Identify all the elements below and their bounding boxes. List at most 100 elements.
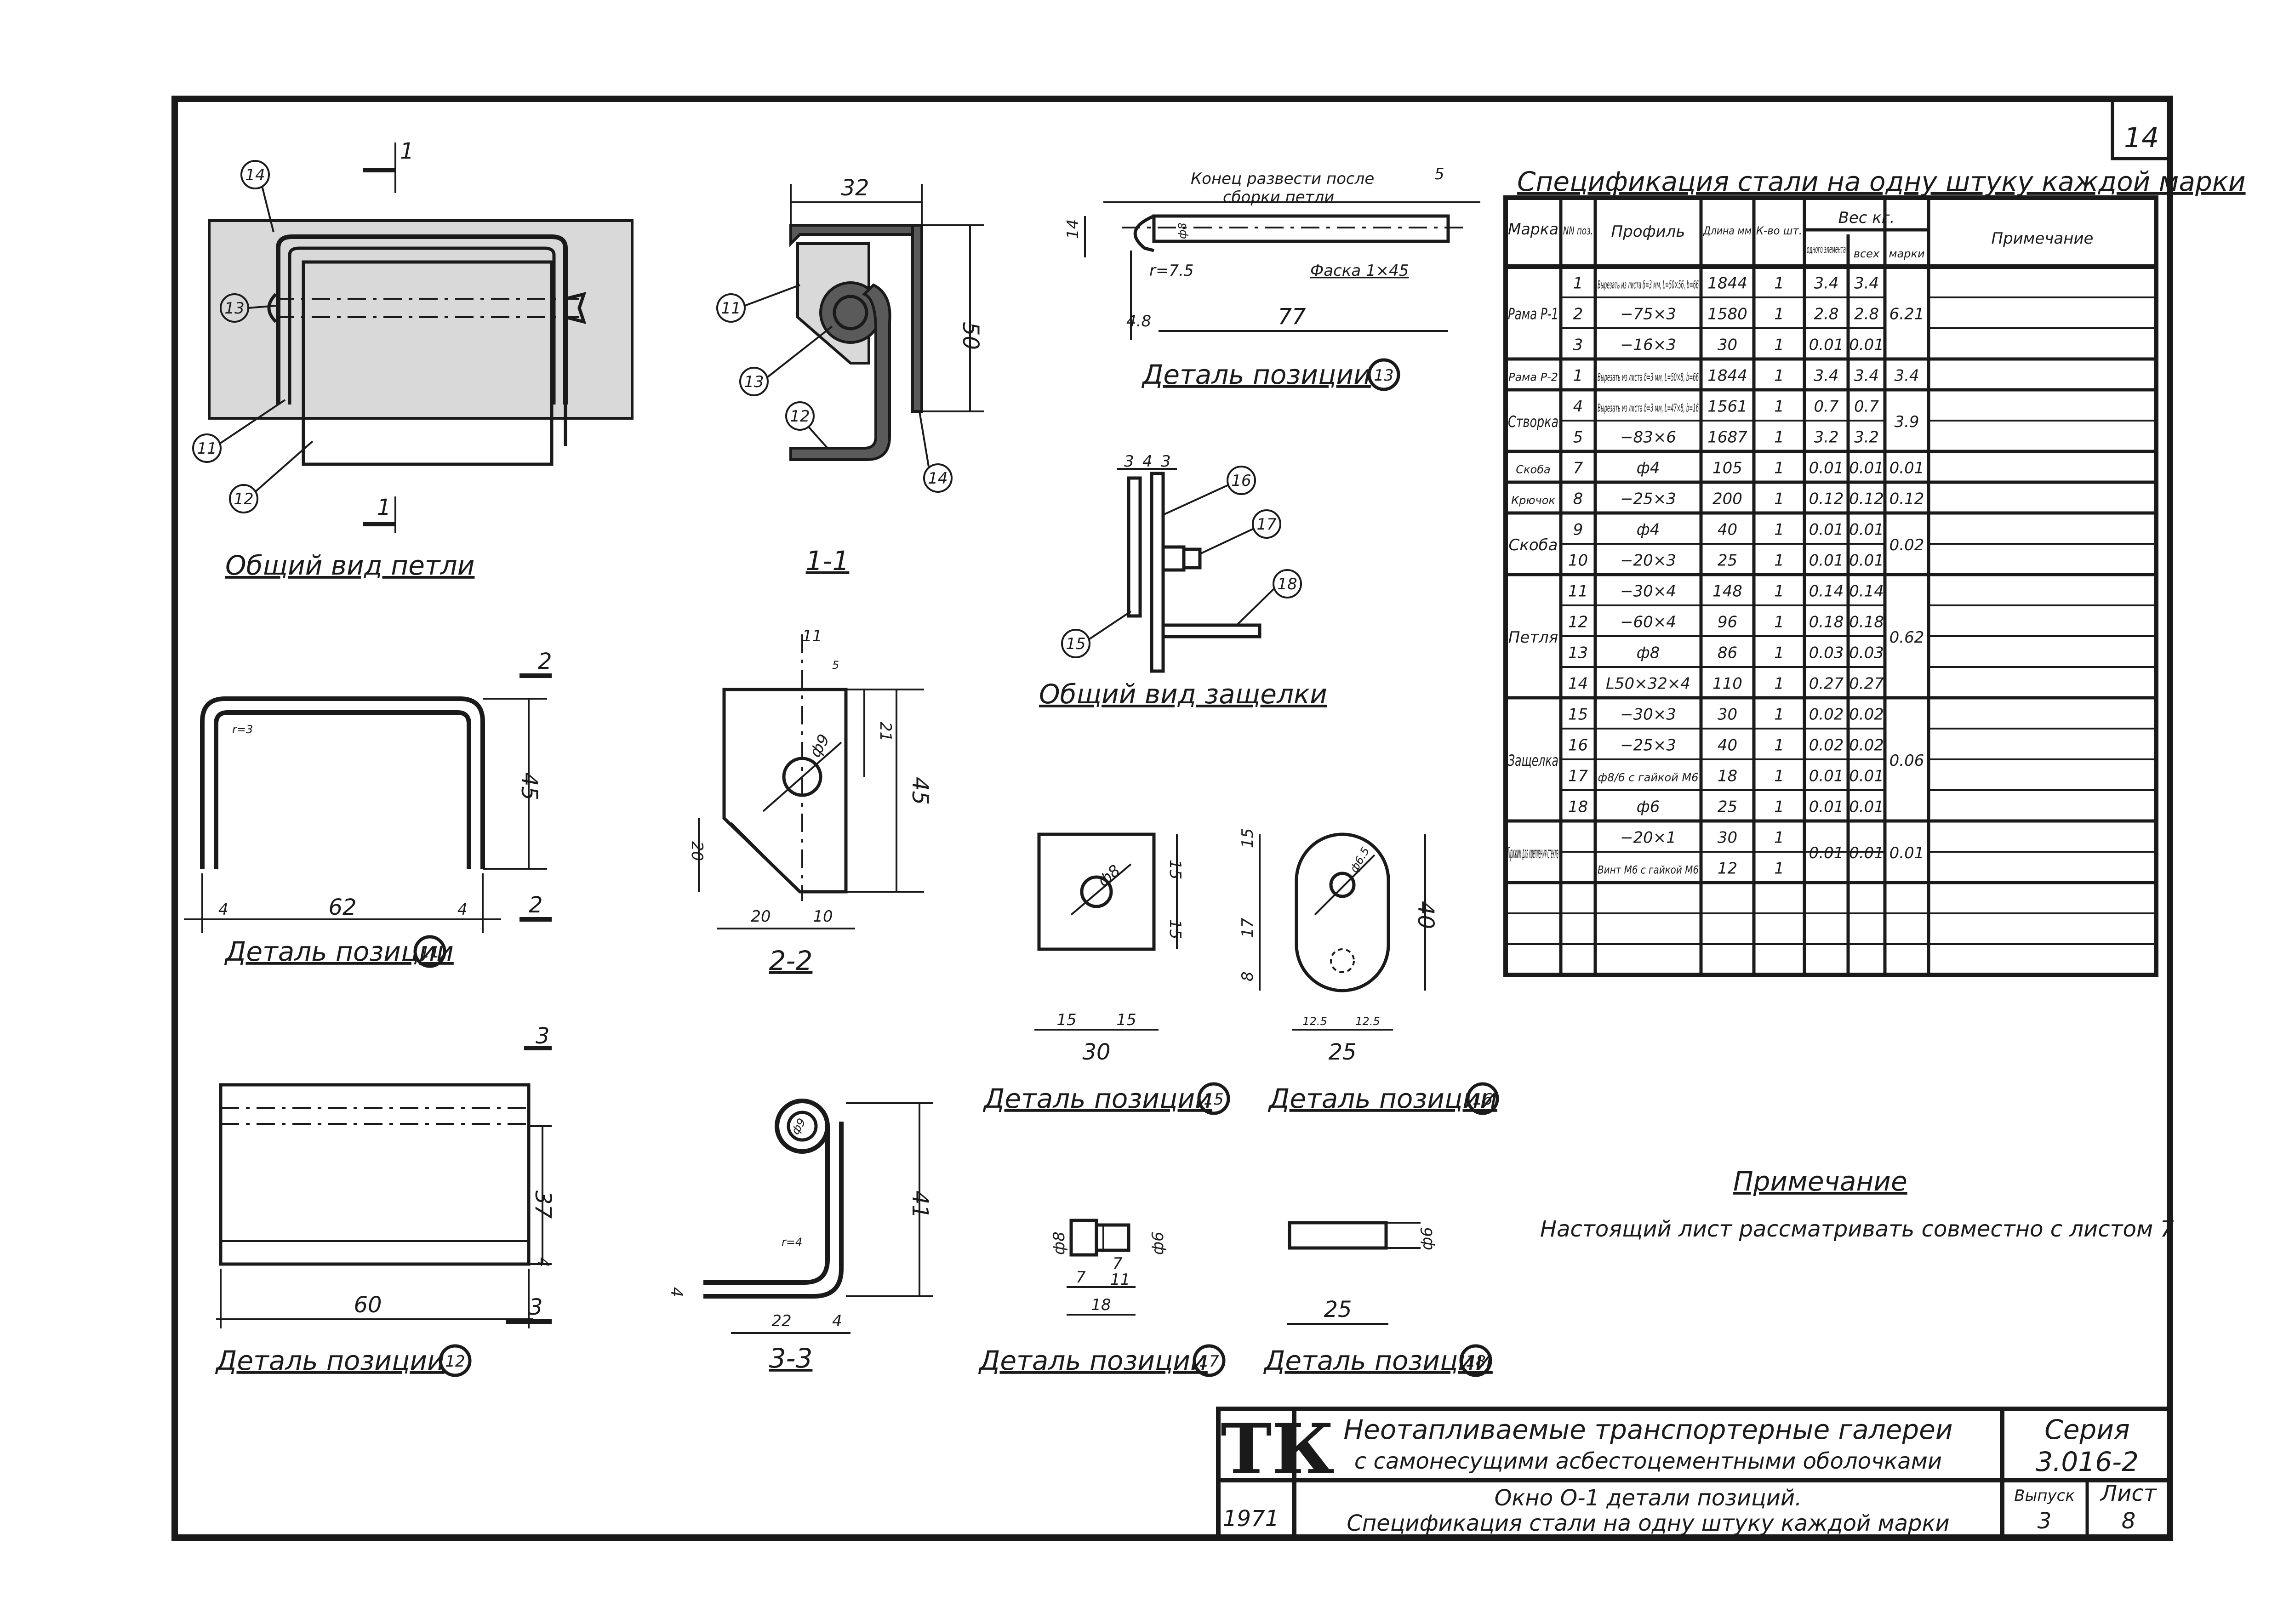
spec-cell-qty: 1	[1774, 490, 1784, 508]
tb-sheet-title1: Окно О-1 детали позиций.	[1495, 1485, 1802, 1511]
s22-dim-10: 10	[813, 907, 833, 926]
spec-cell-profile: −25×3	[1620, 736, 1676, 755]
d12-pos: 12	[445, 1352, 465, 1371]
loop-general-view: 1 1 14 13 11 12 Общий вид петли	[192, 138, 634, 581]
d13-chamfer: Фаска 1×45	[1310, 262, 1409, 280]
note-heading: Примечание	[1733, 1166, 1907, 1197]
svg-text:11: 11	[197, 439, 217, 458]
spec-cell-qty: 1	[1774, 644, 1784, 662]
spec-cell-w-all: 0.18	[1849, 613, 1884, 632]
spec-cell-w-all: 0.7	[1854, 398, 1879, 416]
spec-cell-pos: 11	[1568, 582, 1588, 601]
d16-dim-17: 17	[1239, 917, 1257, 938]
spec-cell-w-mark: 0.06	[1889, 752, 1924, 770]
spec-cell-w-mark: 3.9	[1894, 413, 1919, 431]
spec-cell-profile: −30×3	[1620, 706, 1676, 724]
detail-16: ф6.5 15 17 8 40 12.5 12.5 25 Деталь пози…	[1239, 828, 1499, 1115]
detail-12: 37 4 60 3 3 Деталь позиции 12	[215, 1023, 556, 1377]
s33-r: r=4	[782, 1236, 802, 1248]
spec-cell-mark: Крючок	[1511, 494, 1555, 507]
spec-cell-pos: 8	[1573, 490, 1583, 508]
s22-dim-dia: ф9	[806, 731, 833, 761]
spec-cell-w-all: 0.01	[1849, 552, 1884, 570]
spec-cell-profile: Винт М6 с гайкой М6	[1598, 864, 1699, 877]
spec-cell-qty: 1	[1774, 336, 1784, 354]
d11-pos: 11	[420, 943, 440, 962]
spec-cell-length: 86	[1718, 644, 1737, 662]
spec-cell-profile: −25×3	[1620, 490, 1676, 508]
spec-cell-mark: Рама Р-1	[1508, 305, 1558, 324]
spec-cell-length: 18	[1718, 767, 1737, 786]
section-3-3: ф9 r=4 41 4 22 4 3-3	[667, 1099, 933, 1374]
d11-sec-bottom: 2	[529, 892, 543, 918]
latch-general-view: 3 4 3 16 17 18 15 Общий вид защелки	[1039, 452, 1327, 710]
spec-cell-w-mark: 3.4	[1894, 367, 1919, 385]
spec-cell-pos: 1	[1573, 367, 1583, 385]
spec-cell-pos: 10	[1568, 552, 1588, 570]
spec-cell-mark: Скоба	[1516, 463, 1550, 476]
page-number: 14	[2124, 122, 2159, 154]
detail-18: ф6 25 Деталь позиции 18	[1263, 1221, 1493, 1377]
spec-cell-w-all: 3.2	[1854, 428, 1879, 447]
d18-dia6: ф6	[1418, 1227, 1436, 1250]
spec-cell-pos: 3	[1573, 336, 1583, 354]
spec-cell-pos: 13	[1568, 644, 1588, 662]
d17-dim-18: 18	[1091, 1296, 1111, 1314]
tb-sheet-title2: Спецификация стали на одну штуку каждой …	[1347, 1510, 1949, 1536]
spec-h-length: Длина мм	[1703, 224, 1752, 237]
svg-text:17: 17	[1256, 515, 1277, 534]
svg-text:14: 14	[245, 166, 265, 184]
spec-cell-profile: ф4	[1637, 459, 1660, 478]
latch-general-caption: Общий вид защелки	[1039, 678, 1327, 710]
spec-cell-length: 1687	[1707, 428, 1747, 447]
spec-h-w-one: одного элемента	[1807, 243, 1846, 256]
d16-dim-12a: 12.5	[1302, 1015, 1327, 1028]
spec-cell-qty: 1	[1774, 398, 1784, 416]
spec-cell-qty: 1	[1774, 675, 1784, 693]
spec-cell-mark: Защелка	[1508, 752, 1558, 770]
s22-dim-11: 11	[802, 627, 822, 645]
tb-issue-value: 3	[2038, 1508, 2052, 1534]
spec-cell-w-all: 3.4	[1854, 367, 1879, 385]
spec-cell-w-one: 0.14	[1809, 582, 1844, 601]
s22-dim-20v: 20	[688, 841, 706, 861]
d13-note1: Конец развести после	[1191, 170, 1374, 188]
spec-cell-length: 1844	[1707, 367, 1747, 385]
spec-cell-pos: 12	[1568, 613, 1588, 632]
d16-dim-15: 15	[1239, 828, 1257, 848]
spec-cell-length: 30	[1718, 706, 1737, 724]
spec-cell-w-one: 0.18	[1809, 613, 1844, 632]
spec-cell-profile: −20×1	[1620, 829, 1676, 847]
spec-cell-pos: 15	[1568, 706, 1588, 724]
d18-caption: Деталь позиции	[1263, 1345, 1493, 1376]
spec-cell-w-mark: 6.21	[1889, 305, 1924, 324]
s22-dim-5: 5	[832, 659, 839, 672]
spec-h-pos: NN поз.	[1563, 224, 1593, 237]
d16-dim-40: 40	[1413, 901, 1438, 929]
spec-cell-w-mark: 0.02	[1889, 536, 1924, 554]
spec-cell-w-all: 0.27	[1849, 675, 1884, 693]
spec-cell-qty: 1	[1774, 706, 1784, 724]
d16-pos: 16	[1473, 1090, 1492, 1109]
s22-dim-20: 20	[751, 907, 771, 926]
spec-cell-w-mark: 0.01	[1889, 459, 1924, 478]
loop-section-mark-top: 1	[400, 138, 414, 164]
spec-cell-length: 105	[1712, 459, 1742, 478]
spec-cell-profile: L50×32×4	[1606, 675, 1690, 693]
spec-cell-qty: 1	[1774, 459, 1784, 478]
spec-cell-w-one: 0.01	[1809, 459, 1844, 478]
sec11-caption: 1-1	[806, 545, 850, 576]
spec-h-qty: К-во шт.	[1756, 224, 1802, 237]
d17-pos: 17	[1199, 1352, 1219, 1371]
spec-cell-w-one: 3.2	[1814, 428, 1838, 447]
spec-cell-length: 30	[1718, 829, 1737, 847]
spec-cell-w-one-merged: 0.01	[1809, 844, 1844, 862]
spec-cell-qty: 1	[1774, 767, 1784, 786]
s33-dim-22: 22	[771, 1312, 791, 1330]
s33-caption: 3-3	[769, 1343, 813, 1374]
spec-cell-pos: 1	[1573, 274, 1583, 293]
d12-sec-top: 3	[536, 1023, 550, 1049]
svg-text:14: 14	[928, 469, 948, 488]
d15-pos: 15	[1204, 1090, 1223, 1109]
spec-cell-profile: ф6	[1637, 798, 1660, 816]
